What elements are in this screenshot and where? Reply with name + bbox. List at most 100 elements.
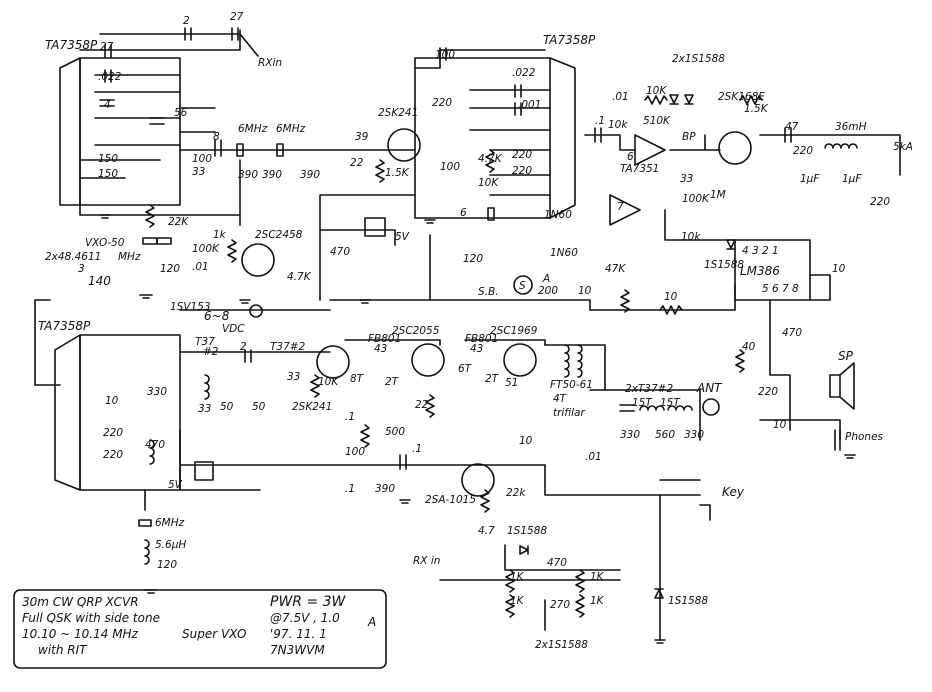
label-meter-200: 200 [538,285,558,297]
label-c1ua: 1μF [800,173,820,185]
label-t37-lpf: 2xT37#2 [625,383,673,395]
label-c56: 56 [174,107,188,119]
label-1sv153: 1SV153 [170,301,211,313]
label-c1d: .1 [345,483,355,495]
label-r500: 500 [385,426,405,438]
label-l15tb: 15T [660,397,681,409]
label-r47kc: 47K [605,263,626,275]
title-line-3b: Super VXO [182,627,246,641]
label-c150b: 150 [98,168,118,180]
label-rxin-top: RXin [258,57,282,69]
label-x6mhzb: 6MHz [155,517,185,529]
label-c8: 8 [213,131,220,143]
label-r10kc: 10K [646,85,667,97]
label-c022a: .022 [98,71,122,83]
label-c100: 100 [192,153,212,165]
title-pwr: PWR = 3W [270,594,347,610]
label-r51: 51 [505,377,518,389]
ic2-block [414,57,576,219]
label-vdc: 6~8 [204,309,230,323]
title-date: '97. 11. 1 [270,627,327,641]
label-5ka: 5kA [893,141,913,153]
label-r10b: 10 [773,419,787,431]
label-c50a: 50 [220,401,234,413]
title-supply-unit: A [367,615,376,629]
label-c33: 33 [192,166,205,178]
label-c33d: 33 [287,371,300,383]
label-r22: 22 [415,399,429,411]
q-ifbuf-label: 2SK241 [378,107,418,119]
label-c470b: 470 [782,327,802,339]
label-r22kb: 22k [506,487,526,499]
label-key: Key [722,485,745,499]
label-c330a: 330 [147,386,167,398]
label-2x1s1588b: 2x1S1588 [535,639,588,651]
label-c220h: 220 [103,449,123,461]
label-c001: .001 [518,99,541,111]
label-c120b: 120 [157,559,177,571]
label-c1e: .1 [345,411,355,423]
label-r1kb: 1K [590,571,605,583]
label-pin6: 6 [627,151,634,163]
label-x6: 6 [460,207,467,219]
label-fb801a-43: 43 [374,343,387,355]
label-rxin-bot: RX in [413,555,440,567]
label-r510k: 510K [643,115,671,127]
label-c100b: 100 [440,161,460,173]
q-key-label: 2SA-1015 [425,494,476,506]
label-c220g: 220 [103,427,123,439]
label-ft50: FT50-61 [550,379,593,391]
label-r390: 390 [375,483,395,495]
label-l36mh: 36mH [835,121,867,133]
label-c01d: .01 [585,451,602,463]
label-meter-a: A [542,273,550,285]
title-line-3: 10.10 ~ 10.14 MHz [22,627,139,641]
label-c220a: 220 [432,97,452,109]
label-c560: 560 [655,429,675,441]
label-c220b: 220 [512,149,532,161]
label-c140pf: 140 [88,274,111,288]
q-pa-label: 2SC1969 [490,325,538,337]
label-c470: 470 [330,246,350,258]
label-r100kb: 100K [682,193,710,205]
label-c40: 40 [742,341,756,353]
label-c10d: 10 [519,435,533,447]
label-c220f: 220 [758,386,778,398]
label-c33b: 33 [680,173,693,185]
label-c10a: 10 [578,285,592,297]
label-c390a: 390 [238,169,258,181]
label-pin7: 7 [617,201,624,213]
label-r22k: 22K [168,216,189,228]
label-sb: S.B. [478,286,499,298]
title-line-1: 30m CW QRP XCVR [22,595,139,609]
label-x6mhz2: 6MHz [276,123,306,135]
label-r10kd: 10k [681,231,701,243]
label-c022b: .022 [512,67,536,79]
label-xtal-unit: MHz [118,251,141,263]
label-c10c: 10 [105,395,119,407]
label-c2b: 2 [240,341,247,353]
label-vxo: VXO-50 [85,237,125,249]
label-c01c: .01 [612,91,629,103]
label-c47u: 47 [785,121,799,133]
label-r15k: 1.5K [385,167,410,179]
wiring [34,29,901,641]
label-c1ub: 1μF [842,173,862,185]
label-c33c: 33 [198,403,211,415]
q-mute-label: 2SK168E [718,91,765,103]
label-2tb: 2T [485,373,500,385]
title-box [13,589,387,669]
label-r47ka: 4.7K [478,153,503,165]
label-l56uh: 5.6μH [155,539,186,551]
title-call: 7N3WVM [270,643,325,657]
lm386-block [734,239,811,301]
label-c150a: 150 [98,153,118,165]
lm386-label: LM386 [740,264,780,278]
title-line-4: with RIT [38,643,88,657]
label-t37a2: #2 [203,346,219,358]
regulator-box [194,461,214,481]
label-5v: 5V [395,231,410,243]
label-fb801b: FB801 [465,333,498,345]
